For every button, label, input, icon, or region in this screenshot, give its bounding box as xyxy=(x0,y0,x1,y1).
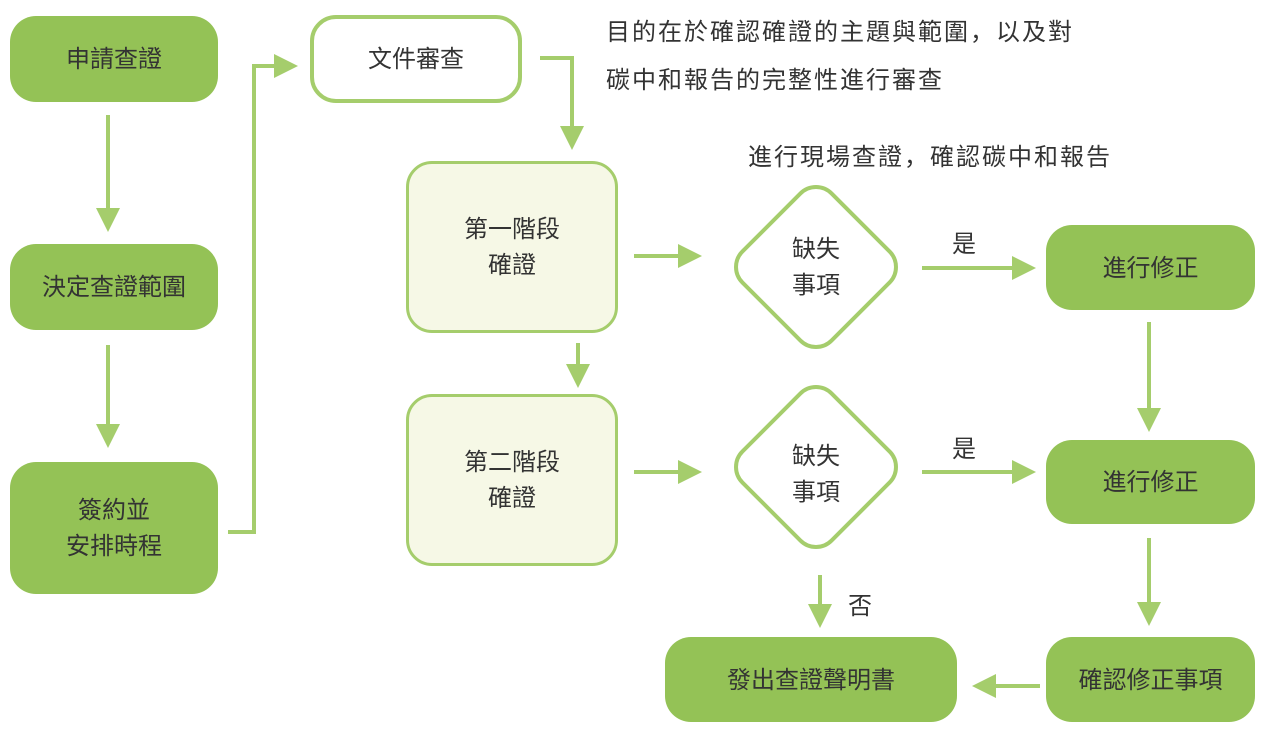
node-label: 缺失 xyxy=(792,442,840,470)
node-label: 安排時程 xyxy=(66,532,162,560)
node-label: 缺失 xyxy=(792,235,840,263)
node-issue: 發出查證聲明書 xyxy=(665,637,957,722)
node-label: 申請查證 xyxy=(66,45,162,73)
defect-diamond-1 xyxy=(734,185,898,349)
node-label: 第一階段 xyxy=(464,215,560,243)
arrow-contract-doc xyxy=(228,54,298,534)
node-label: 進行修正 xyxy=(1102,468,1199,496)
node-defect2: 缺失事項 xyxy=(756,438,876,510)
node-label: 確證 xyxy=(488,251,536,279)
node-label: 事項 xyxy=(792,478,840,506)
node-label: 第二階段 xyxy=(464,448,560,476)
note-doc-review-2: 碳中和報告的完整性進行審查 xyxy=(606,66,944,94)
label-no: 否 xyxy=(848,592,872,620)
node-label: 發出查證聲明書 xyxy=(727,665,895,694)
node-contract: 簽約並安排時程 xyxy=(10,462,218,594)
node-scope: 決定查證範圍 xyxy=(10,244,218,330)
node-label: 確證 xyxy=(488,484,536,512)
node-doc-review: 文件審查 xyxy=(310,15,522,103)
label-yes-1: 是 xyxy=(952,230,976,258)
defect-diamond-2 xyxy=(734,385,898,549)
node-apply: 申請查證 xyxy=(10,16,218,102)
node-label: 進行修正 xyxy=(1102,253,1199,282)
note-site-visit: 進行現場查證，確認碳中和報告 xyxy=(748,143,1112,171)
node-label: 文件審查 xyxy=(368,45,464,73)
node-label: 事項 xyxy=(792,271,840,299)
node-confirm-fix: 確認修正事項 xyxy=(1046,637,1255,722)
node-label: 確認修正事項 xyxy=(1078,665,1223,694)
node-label: 決定查證範圍 xyxy=(42,273,186,301)
arrow-doc-stage1 xyxy=(540,56,584,150)
node-stage1: 第一階段確證 xyxy=(406,161,618,333)
node-defect1: 缺失事項 xyxy=(756,231,876,303)
node-fix1: 進行修正 xyxy=(1046,225,1255,310)
note-doc-review-1: 目的在於確認確證的主題與範圍，以及對 xyxy=(606,18,1074,46)
node-label: 簽約並 xyxy=(78,496,150,524)
label-yes-2: 是 xyxy=(952,435,976,463)
node-stage2: 第二階段確證 xyxy=(406,394,618,566)
node-fix2: 進行修正 xyxy=(1046,440,1255,524)
